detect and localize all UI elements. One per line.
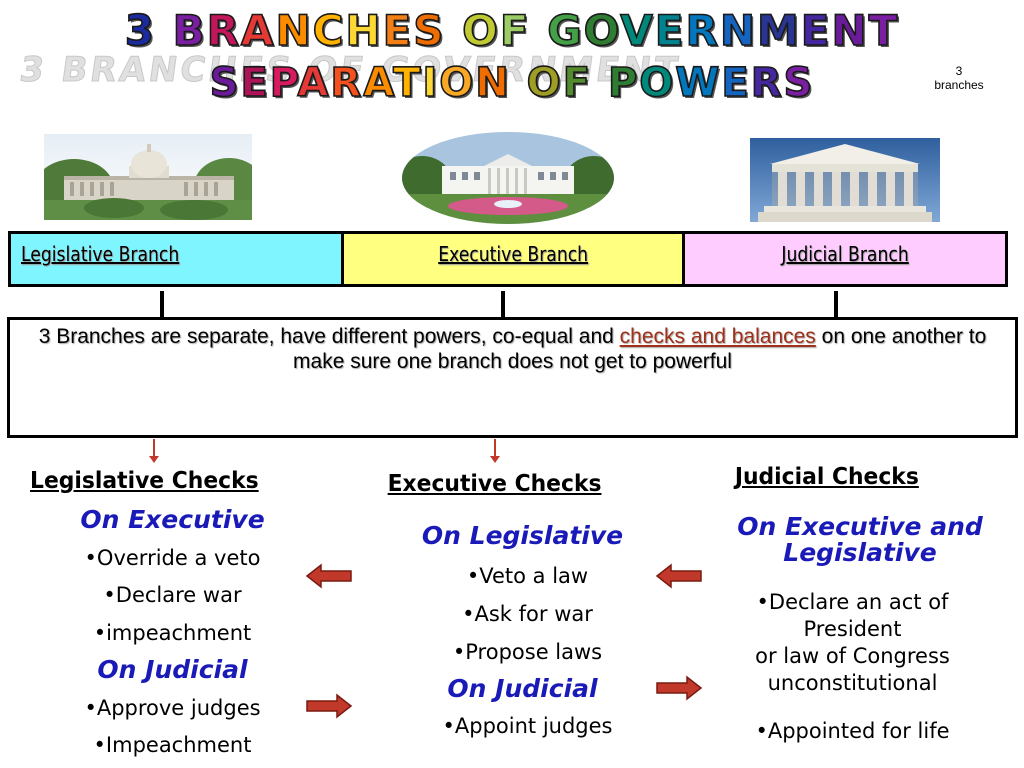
title-line-2-letter: S bbox=[783, 59, 815, 107]
title-line-1-letter: N bbox=[275, 5, 313, 56]
legislative-sub-on-executive: On Executive bbox=[80, 505, 265, 534]
title-line-1-letter: E bbox=[800, 5, 832, 56]
judicial-branch-box: Judicial Branch bbox=[682, 231, 1008, 287]
title-line-2: SEPARATION OF POWERS bbox=[0, 59, 1024, 107]
corner-note: 3 branches bbox=[928, 64, 990, 92]
title-line-1-letter: B bbox=[172, 5, 207, 56]
judicial-item-1-line-2: President bbox=[803, 617, 902, 641]
supreme-court-image bbox=[750, 138, 940, 222]
judicial-item-1-line-1: •Declare an act of bbox=[756, 590, 949, 614]
title-line-1-letter: O bbox=[461, 5, 500, 56]
title-line-1-letter: H bbox=[345, 5, 383, 56]
executive-sub-on-judicial: On Judicial bbox=[447, 674, 598, 703]
judicial-item-2: •Appointed for life bbox=[755, 719, 950, 743]
executive-checks-heading: Executive Checks bbox=[387, 471, 602, 497]
left-arrow-legislative-on-executive bbox=[305, 563, 352, 589]
connector-line-legislative bbox=[160, 291, 164, 317]
title-line-2-letter: O bbox=[526, 59, 563, 107]
judicial-sub-on-executive-and-legislative: On Executive and Legislative bbox=[705, 514, 1015, 566]
summary-text-after: on one another to make sure one branch d… bbox=[293, 325, 987, 373]
checks-and-balances-link[interactable]: checks and balances bbox=[619, 325, 816, 348]
legislative-item-4: •Approve judges bbox=[84, 696, 261, 720]
title-line-2-letter: F bbox=[562, 59, 608, 107]
title-line-1-letter: O bbox=[583, 5, 621, 56]
title-line-1-letter: M bbox=[756, 5, 801, 56]
judicial-item-1-line-3: or law of Congress bbox=[755, 644, 950, 668]
judicial-item-1: •Declare an act of President or law of C… bbox=[700, 589, 1005, 697]
title-line-1-letter: G bbox=[546, 5, 584, 56]
judicial-sub-line-1: On Executive and bbox=[737, 512, 983, 541]
summary-box: 3 Branches are separate, have different … bbox=[7, 317, 1018, 438]
connector-line-executive bbox=[501, 291, 505, 317]
white-house-image bbox=[402, 132, 614, 224]
title-line-1-letter: V bbox=[619, 5, 655, 56]
left-arrow-executive-on-legislative bbox=[655, 563, 702, 589]
down-arrow-executive bbox=[490, 439, 500, 463]
title-line-2-letter: O bbox=[438, 59, 476, 107]
title-line-2-letter: A bbox=[362, 59, 394, 107]
title-line-2-letter: S bbox=[209, 59, 241, 107]
capitol-building-image bbox=[44, 134, 252, 220]
title-line-1-letter: F bbox=[499, 5, 548, 56]
title-line-1-letter: E bbox=[654, 5, 686, 56]
judicial-checks-heading: Judicial Checks bbox=[734, 464, 919, 490]
title-line-2-letter: W bbox=[674, 59, 722, 107]
legislative-branch-label: Legislative Branch bbox=[21, 242, 180, 266]
title-line-1-letter: C bbox=[312, 5, 346, 56]
title-line-1-letter: S bbox=[412, 5, 463, 56]
title-line-2-letter: R bbox=[750, 59, 784, 107]
legislative-branch-box: Legislative Branch bbox=[8, 231, 344, 287]
executive-branch-label: Executive Branch bbox=[438, 242, 588, 266]
title-line-2-letter: O bbox=[638, 59, 676, 107]
legislative-item-3: •impeachment bbox=[93, 621, 252, 645]
title-line-2-letter: P bbox=[269, 59, 298, 107]
judicial-item-1-line-4: unconstitutional bbox=[767, 671, 938, 695]
legislative-item-2: •Declare war bbox=[103, 583, 242, 607]
executive-item-1: •Veto a law bbox=[466, 564, 589, 588]
executive-branch-box: Executive Branch bbox=[341, 231, 685, 287]
judicial-sub-line-2: Legislative bbox=[783, 538, 937, 567]
title-line-2-letter: P bbox=[607, 59, 640, 107]
legislative-checks-heading: Legislative Checks bbox=[30, 468, 259, 494]
title-line-2-letter: E bbox=[721, 59, 751, 107]
down-arrow-legislative bbox=[149, 439, 159, 463]
title-line-2-letter: R bbox=[330, 59, 364, 107]
title-line-2-letter: E bbox=[240, 59, 270, 107]
title-line-1: 3 BRANCHES OF GOVERNMENT bbox=[0, 5, 1024, 56]
executive-item-3: •Propose laws bbox=[452, 640, 603, 664]
title-line-1-letter: T bbox=[868, 5, 900, 56]
executive-item-2: •Ask for war bbox=[462, 602, 593, 626]
judicial-branch-label: Judicial Branch bbox=[781, 242, 909, 266]
legislative-item-1: •Override a veto bbox=[84, 546, 261, 570]
title-line-1-letter: R bbox=[685, 5, 720, 56]
title-line-1-letter: N bbox=[719, 5, 757, 56]
title-line-1-letter: N bbox=[831, 5, 869, 56]
title-line-1-letter: R bbox=[206, 5, 241, 56]
right-arrow-executive-on-judicial bbox=[656, 675, 703, 701]
title-line-2-letter: T bbox=[392, 59, 423, 107]
title-line-1-letter: E bbox=[382, 5, 414, 56]
executive-sub-on-legislative: On Legislative bbox=[421, 521, 624, 550]
right-arrow-legislative-on-judicial bbox=[306, 693, 353, 719]
title-line-1-letter: A bbox=[240, 5, 276, 56]
summary-text-before: 3 Branches are separate, have different … bbox=[38, 325, 620, 348]
title-line-2-letter: N bbox=[474, 59, 527, 107]
title-line-2-letter: A bbox=[297, 59, 331, 107]
corner-note-label: branches bbox=[934, 78, 984, 92]
legislative-item-5: •Impeachment bbox=[93, 733, 252, 757]
connector-line-judicial bbox=[834, 291, 838, 317]
title-line-2-letter: I bbox=[422, 59, 440, 107]
corner-note-number: 3 bbox=[955, 64, 963, 78]
executive-item-4: •Appoint judges bbox=[442, 714, 613, 738]
legislative-sub-on-judicial: On Judicial bbox=[97, 655, 248, 684]
title-line-1-letter: 3 bbox=[124, 5, 173, 56]
